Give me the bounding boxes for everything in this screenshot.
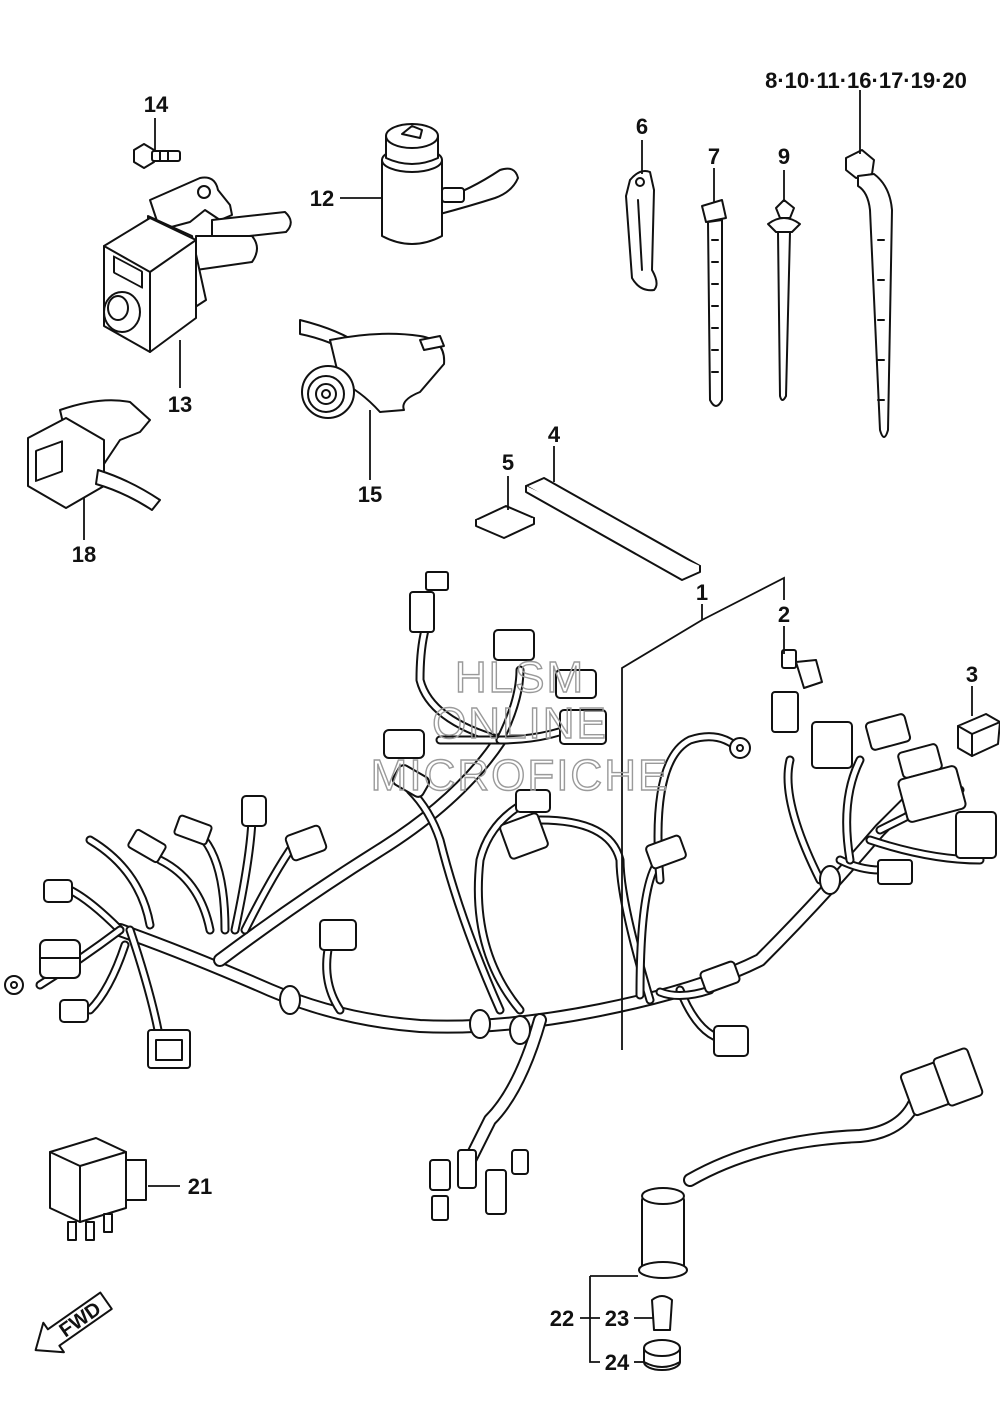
label-15: 15	[358, 482, 382, 507]
part-22-plug-cable[interactable]	[638, 1047, 984, 1279]
label-13: 13	[168, 392, 192, 417]
part-12-buzzer[interactable]	[381, 123, 519, 245]
watermark: HLSM ONLINE MICROFICHE	[370, 652, 670, 800]
watermark-line-3: MICROFICHE	[371, 751, 670, 800]
part-4-tape[interactable]	[525, 477, 701, 581]
part-13-switch-assembly[interactable]	[103, 176, 292, 353]
part-24-grommet[interactable]	[643, 1339, 681, 1371]
label-12: 12	[310, 186, 334, 211]
label-2: 2	[778, 602, 790, 627]
part-23-terminal[interactable]	[651, 1295, 673, 1331]
label-1: 1	[696, 580, 708, 605]
part-2-fuse[interactable]	[781, 649, 823, 689]
watermark-line-2: ONLINE	[432, 699, 608, 748]
label-24: 24	[605, 1350, 630, 1375]
label-3: 3	[966, 662, 978, 687]
part-labels: 14 12 13 15 18 5 4 6 7 9 8·10·11·16·17·1…	[72, 68, 978, 1375]
label-21: 21	[188, 1174, 212, 1199]
part-7-cable-tie[interactable]	[701, 199, 727, 407]
part-9-clip-tie[interactable]	[767, 199, 801, 401]
label-9: 9	[778, 144, 790, 169]
label-14: 14	[144, 92, 169, 117]
part-3-cap[interactable]	[957, 713, 1000, 757]
part-15-buzzer-clamp[interactable]	[299, 319, 446, 419]
label-18: 18	[72, 542, 96, 567]
part-6-clamp[interactable]	[625, 170, 658, 292]
label-23: 23	[605, 1306, 629, 1331]
label-22: 22	[550, 1306, 574, 1331]
part-14-bolt[interactable]	[133, 143, 181, 169]
part-18-switch-clamp[interactable]	[27, 399, 161, 511]
part-8-group-long-tie[interactable]	[845, 149, 893, 438]
watermark-line-1: HLSM	[455, 653, 585, 702]
label-6: 6	[636, 114, 648, 139]
label-4: 4	[548, 422, 561, 447]
label-7: 7	[708, 144, 720, 169]
label-8-group: 8·10·11·16·17·19·20	[765, 68, 967, 93]
part-1-main-harness[interactable]	[4, 571, 997, 1221]
label-5: 5	[502, 450, 514, 475]
leader-lines	[83, 90, 973, 1363]
part-21-relay[interactable]	[49, 1137, 147, 1241]
part-5-pad[interactable]	[475, 505, 535, 539]
fwd-arrow-icon: FWD	[34, 1291, 113, 1354]
